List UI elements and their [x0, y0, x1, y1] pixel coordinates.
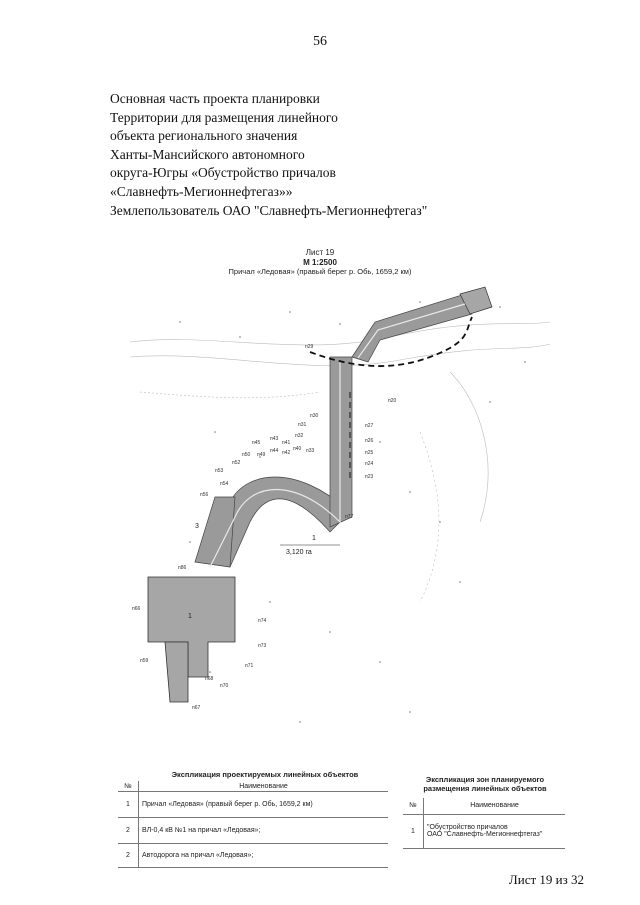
point-labels: п29 п30 п31 п32 п33 п27 п26 п25 п24 п23 … — [132, 344, 396, 711]
point-label: п52 — [232, 460, 240, 466]
point-label: п32 — [295, 433, 303, 439]
map-subtitle: Причал «Ледовая» (правый берег р. Обь, 1… — [228, 267, 412, 276]
point-label: п86 — [178, 565, 186, 571]
zones-table-title-line: размещения линейных объектов — [423, 784, 547, 793]
point-label: п71 — [245, 663, 253, 669]
column-header-name: Наименование — [138, 781, 388, 792]
row-name: "Обустройство причалов ОАО "Славнефть-Ме… — [423, 814, 565, 849]
point-label: п25 — [365, 450, 373, 456]
column-header-number: № — [118, 781, 139, 792]
point-label: п54 — [220, 481, 228, 487]
zone-polygon — [459, 286, 493, 315]
document-header: Основная часть проекта планировки Террит… — [110, 90, 427, 220]
point-label: п31 — [298, 422, 306, 428]
row-number: 2 — [118, 817, 139, 844]
table-row: 1 "Обустройство причалов ОАО "Славнефть-… — [403, 814, 565, 849]
power-line — [309, 316, 473, 482]
table-row: 1 Причал «Ледовая» (правый берег р. Обь,… — [118, 791, 388, 818]
point-label: п45 — [252, 440, 260, 446]
area-number: 1 — [312, 535, 316, 542]
survey-dots — [179, 301, 526, 723]
zone-polygon — [164, 641, 189, 703]
point-label: п24 — [365, 461, 373, 467]
point-label: п26 — [365, 438, 373, 444]
point-label: п59 — [140, 658, 148, 664]
linear-objects-table-title: Экспликация проектируемых линейных объек… — [171, 770, 359, 779]
row-name: Причал «Ледовая» (правый берег р. Обь, 1… — [138, 791, 388, 818]
point-label: п73 — [258, 643, 266, 649]
header-line: «Славнефть-Мегионнефтегаз»» — [110, 183, 293, 199]
table-header-row: № Наименование — [118, 781, 388, 792]
row-name: ВЛ-0,4 кВ №1 на причал «Ледовая»; — [138, 817, 388, 844]
page-number: 56 — [313, 34, 327, 49]
zone-polygon — [194, 496, 236, 568]
row-name-line: "Обустройство причалов — [427, 824, 508, 831]
pier-area-polygon — [147, 576, 236, 678]
row-number: 2 — [118, 843, 139, 868]
header-line: Основная часть проекта планировки — [110, 91, 320, 106]
sheet-counter: Лист 19 из 32 — [508, 872, 584, 887]
zone-label: 3 — [195, 523, 199, 530]
point-label: п30 — [310, 413, 318, 419]
point-label: п50 — [242, 452, 250, 458]
table-row: 2 Автодорога на причал «Ледовая»; — [118, 843, 388, 868]
zones-table-title-line: Экспликация зон планируемого — [425, 775, 545, 784]
site-plan-map: п29 п30 п31 п32 п33 п27 п26 п25 п24 п23 … — [129, 286, 551, 723]
header-line: Ханты-Мансийского автономного — [110, 146, 305, 162]
point-label: п70 — [220, 683, 228, 689]
point-label: п44 — [270, 448, 278, 454]
zone-polygon — [329, 356, 353, 528]
point-label: п20 — [388, 398, 396, 404]
point-label: п67 — [192, 705, 200, 711]
point-label: п77 — [345, 514, 353, 520]
point-label: п56 — [200, 492, 208, 498]
point-label: п53 — [215, 468, 223, 474]
point-label: п41 — [282, 440, 290, 446]
header-line: Землепользователь ОАО "Славнефть-Мегионн… — [110, 202, 428, 218]
area-value: 3,120 га — [286, 549, 312, 556]
header-line: Территории для размещения линейного — [110, 109, 338, 125]
point-label: п68 — [205, 676, 213, 682]
header-line: округа-Югры «Обустройство причалов — [110, 165, 336, 181]
zones-table: № Наименование 1 "Обустройство причалов … — [403, 798, 565, 849]
point-label: п40 — [293, 446, 301, 452]
row-number: 1 — [118, 791, 139, 818]
point-label: п74 — [258, 618, 266, 624]
header-line: объекта регионального значения — [110, 128, 298, 144]
point-label: п33 — [306, 448, 314, 454]
row-name: Автодорога на причал «Ледовая»; — [138, 843, 388, 868]
point-label: п29 — [305, 344, 313, 350]
point-label: п42 — [282, 450, 290, 456]
point-label: п66 — [132, 606, 140, 612]
point-label: п43 — [270, 436, 278, 442]
area-callout: 1 3,120 га 3 1 — [188, 523, 340, 620]
point-label: п27 — [365, 423, 373, 429]
zone-label: 1 — [188, 613, 192, 620]
table-row: 2 ВЛ-0,4 кВ №1 на причал «Ледовая»; — [118, 817, 388, 844]
point-label: п49 — [257, 452, 265, 458]
point-label: п23 — [365, 474, 373, 480]
map-scale: М 1:2500 — [303, 258, 337, 267]
row-name-line: ОАО "Славнефть-Мегионнефтегаз" — [427, 831, 543, 838]
linear-objects-table: № Наименование 1 Причал «Ледовая» (правы… — [118, 781, 388, 868]
row-number: 1 — [403, 814, 424, 849]
road-lines — [209, 303, 466, 568]
column-header-name: Наименование — [423, 798, 565, 815]
map-sheet-label: Лист 19 — [305, 248, 335, 257]
table-header-row: № Наименование — [403, 798, 565, 815]
zones-table-title: Экспликация зон планируемого размещения … — [405, 775, 565, 793]
column-header-number: № — [403, 798, 424, 815]
